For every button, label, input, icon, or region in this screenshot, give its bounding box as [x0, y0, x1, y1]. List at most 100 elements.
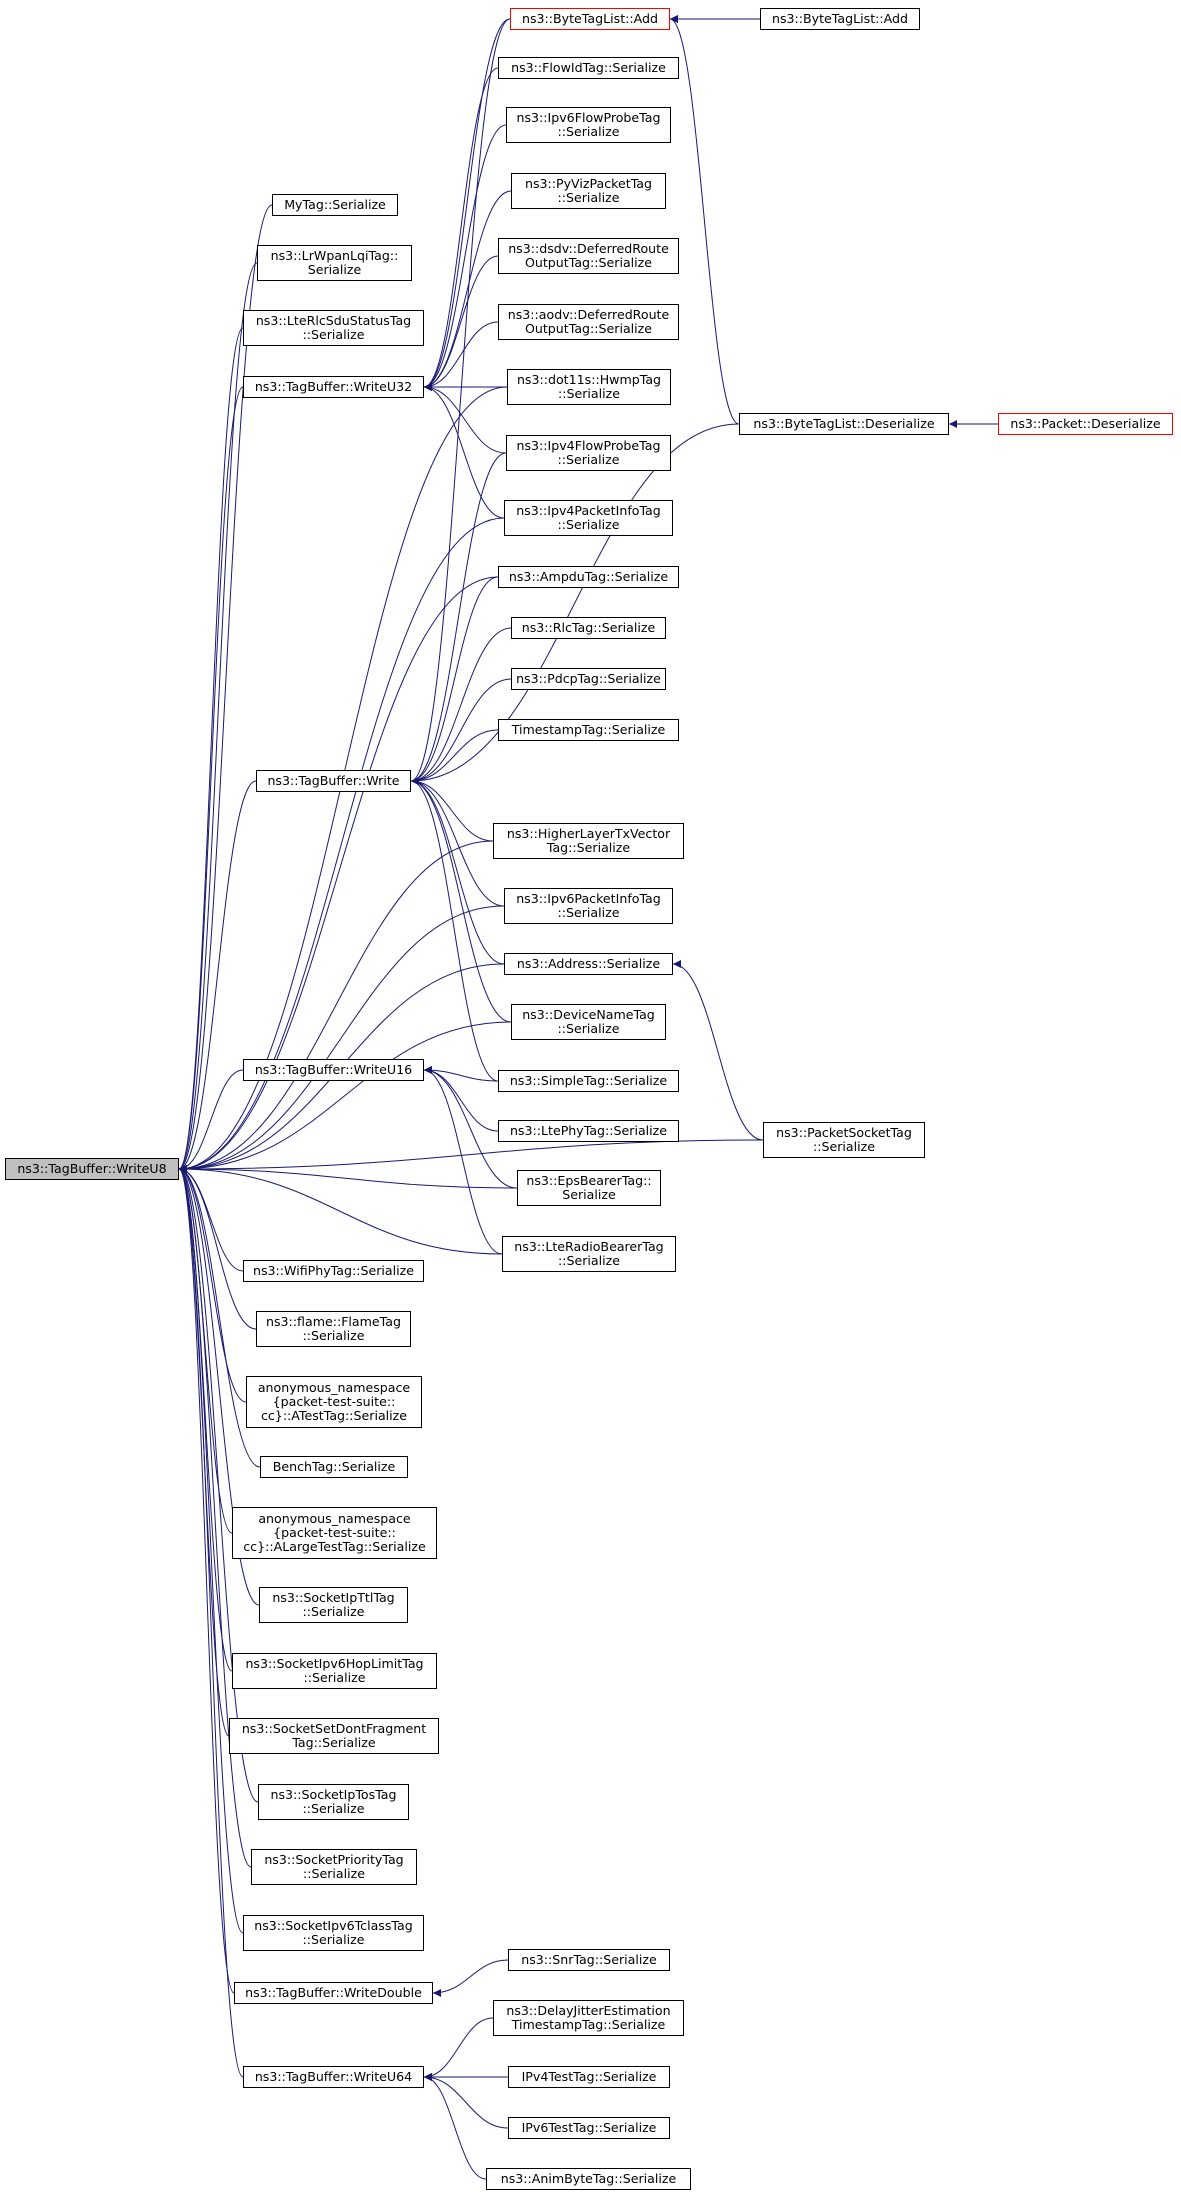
- edge-higherlayer-to-writeu8: [178, 840, 494, 1173]
- edge-ipv4packetinfo-to-writeu8: [178, 517, 505, 1173]
- edge-writedouble-to-writeu8: [178, 1165, 235, 1994]
- node-writeu16[interactable]: ns3::TagBuffer::WriteU16: [243, 1059, 424, 1081]
- edge-writeu16-to-writeu8: [178, 1069, 244, 1173]
- edge-delayjitter-to-writeu64: [423, 2017, 494, 2081]
- edge-higherlayer-to-write: [410, 777, 494, 842]
- edge-epsbearer-to-writeu16: [423, 1066, 518, 1189]
- node-ipv6packetinfo[interactable]: ns3::Ipv6PacketInfoTag ::Serialize: [504, 888, 673, 924]
- node-socketipttl[interactable]: ns3::SocketIpTtlTag ::Serialize: [259, 1587, 408, 1623]
- edge-flowidtag-to-writeu32: [423, 67, 499, 391]
- node-animbytetag[interactable]: ns3::AnimByteTag::Serialize: [486, 2168, 691, 2190]
- node-writeu32[interactable]: ns3::TagBuffer::WriteU32: [243, 376, 424, 398]
- node-packet-deserialize[interactable]: ns3::Packet::Deserialize: [998, 413, 1173, 435]
- edge-ipv6flowprobe-to-writeu32: [423, 124, 507, 391]
- node-timestamptag[interactable]: TimestampTag::Serialize: [498, 719, 679, 741]
- node-flowidtag[interactable]: ns3::FlowIdTag::Serialize: [498, 57, 679, 79]
- edge-bytetaglist-add-to-writeu32: [423, 18, 511, 391]
- node-alargetesttag[interactable]: anonymous_namespace {packet-test-suite::…: [232, 1507, 437, 1559]
- edge-address-to-write: [410, 777, 505, 965]
- node-lrwpan[interactable]: ns3::LrWpanLqiTag:: Serialize: [257, 245, 412, 281]
- edge-lrwpan-to-writeu8: [178, 262, 258, 1173]
- edge-simpletag-to-writeu16: [423, 1066, 499, 1082]
- edge-timestamptag-to-write: [410, 729, 499, 785]
- node-bytetaglist-deserialize[interactable]: ns3::ByteTagList::Deserialize: [739, 413, 949, 435]
- node-socketsetdont[interactable]: ns3::SocketSetDontFragment Tag::Serializ…: [229, 1718, 439, 1754]
- edge-write-to-writeu8: [178, 780, 257, 1173]
- node-writeu8: ns3::TagBuffer::WriteU8: [5, 1158, 179, 1180]
- node-benchtag[interactable]: BenchTag::Serialize: [260, 1456, 408, 1478]
- edge-ipv4packetinfo-to-writeu32: [423, 383, 505, 519]
- node-epsbearer[interactable]: ns3::EpsBearerTag:: Serialize: [517, 1170, 661, 1206]
- edge-bytetaglist-deserialize-to-write: [410, 423, 740, 785]
- node-bytetaglist-add[interactable]: ns3::ByteTagList::Add: [510, 8, 670, 30]
- node-socketipv6hop[interactable]: ns3::SocketIpv6HopLimitTag ::Serialize: [232, 1653, 437, 1689]
- node-snrtag[interactable]: ns3::SnrTag::Serialize: [508, 1949, 670, 1971]
- node-devicename[interactable]: ns3::DeviceNameTag ::Serialize: [511, 1004, 666, 1040]
- node-lteradiobearer[interactable]: ns3::LteRadioBearerTag ::Serialize: [502, 1236, 676, 1272]
- node-bytetaglist-add-caller[interactable]: ns3::ByteTagList::Add: [760, 8, 920, 30]
- node-writedouble[interactable]: ns3::TagBuffer::WriteDouble: [234, 1982, 433, 2004]
- edge-rlctag-to-write: [410, 627, 512, 785]
- node-ipv4packetinfo[interactable]: ns3::Ipv4PacketInfoTag ::Serialize: [504, 500, 673, 536]
- edge-packetsockettag-to-address: [672, 960, 764, 1141]
- node-dot11shwmp[interactable]: ns3::dot11s::HwmpTag ::Serialize: [507, 369, 671, 405]
- node-ltephytag[interactable]: ns3::LtePhyTag::Serialize: [498, 1120, 679, 1142]
- node-writeu64[interactable]: ns3::TagBuffer::WriteU64: [243, 2066, 424, 2088]
- edge-socketpriority-to-writeu8: [178, 1165, 252, 1868]
- node-packetsockettag[interactable]: ns3::PacketSocketTag ::Serialize: [763, 1122, 925, 1158]
- node-flame[interactable]: ns3::flame::FlameTag ::Serialize: [256, 1311, 411, 1347]
- node-pyvizpacket[interactable]: ns3::PyVizPacketTag ::Serialize: [511, 173, 666, 209]
- node-dsdvdeferred[interactable]: ns3::dsdv::DeferredRoute OutputTag::Seri…: [498, 238, 679, 274]
- edge-ipv6packetinfo-to-writeu8: [178, 905, 505, 1173]
- edge-lterlcsdu-to-writeu8: [178, 327, 244, 1173]
- node-mytag[interactable]: MyTag::Serialize: [272, 194, 398, 216]
- edge-packetsockettag-to-writeu8: [178, 1139, 764, 1173]
- edge-ampdutag-to-writeu8: [178, 576, 499, 1173]
- node-lterlcsdu[interactable]: ns3::LteRlcSduStatusTag ::Serialize: [243, 310, 424, 346]
- edge-socketipv6tclass-to-writeu8: [178, 1165, 244, 1934]
- edge-dsdvdeferred-to-writeu32: [423, 255, 499, 391]
- edge-ipv4flowprobe-to-writeu32: [423, 383, 507, 454]
- edge-lteradiobearer-to-writeu8: [178, 1165, 503, 1255]
- node-ipv4flowprobe[interactable]: ns3::Ipv4FlowProbeTag ::Serialize: [506, 435, 671, 471]
- node-simpletag[interactable]: ns3::SimpleTag::Serialize: [498, 1070, 679, 1092]
- edge-ipv4flowprobe-to-write: [410, 452, 507, 785]
- edge-devicename-to-write: [410, 777, 512, 1023]
- edge-ipv6testtag-to-writeu64: [423, 2073, 509, 2129]
- node-pdcptag[interactable]: ns3::PdcpTag::Serialize: [511, 668, 666, 690]
- node-write[interactable]: ns3::TagBuffer::Write: [256, 770, 411, 792]
- node-higherlayer[interactable]: ns3::HigherLayerTxVector Tag::Serialize: [493, 823, 684, 859]
- node-address[interactable]: ns3::Address::Serialize: [504, 953, 673, 975]
- edge-animbytetag-to-writeu64: [423, 2073, 487, 2180]
- edge-lteradiobearer-to-writeu16: [423, 1066, 503, 1255]
- node-socketiptos[interactable]: ns3::SocketIpTosTag ::Serialize: [258, 1784, 409, 1820]
- edge-writeu32-to-writeu8: [178, 386, 244, 1173]
- edge-writeu64-to-writeu8: [178, 1165, 244, 2078]
- edge-aodvdeferred-to-writeu32: [423, 321, 499, 391]
- node-rlctag[interactable]: ns3::RlcTag::Serialize: [511, 617, 666, 639]
- edge-socketipttl-to-writeu8: [178, 1165, 260, 1606]
- edge-ipv6packetinfo-to-write: [410, 777, 505, 907]
- node-wifiphy[interactable]: ns3::WifiPhyTag::Serialize: [243, 1260, 424, 1282]
- node-ipv4testtag[interactable]: IPv4TestTag::Serialize: [508, 2066, 670, 2088]
- node-delayjitter[interactable]: ns3::DelayJitterEstimation TimestampTag:…: [493, 2000, 684, 2036]
- node-ipv6flowprobe[interactable]: ns3::Ipv6FlowProbeTag ::Serialize: [506, 107, 671, 143]
- node-socketipv6tclass[interactable]: ns3::SocketIpv6TclassTag ::Serialize: [243, 1915, 424, 1951]
- edge-epsbearer-to-writeu8: [178, 1165, 518, 1189]
- edge-mytag-to-writeu8: [178, 204, 273, 1173]
- edge-devicename-to-writeu8: [178, 1021, 512, 1173]
- edge-benchtag-to-writeu8: [178, 1165, 261, 1468]
- node-atesttag[interactable]: anonymous_namespace {packet-test-suite::…: [246, 1376, 422, 1428]
- edge-ltephytag-to-writeu16: [423, 1066, 499, 1132]
- node-ipv6testtag[interactable]: IPv6TestTag::Serialize: [508, 2117, 670, 2139]
- node-ampdutag[interactable]: ns3::AmpduTag::Serialize: [498, 566, 679, 588]
- edge-bytetaglist-deserialize-to-bytetaglist-add: [669, 15, 740, 425]
- edge-atesttag-to-writeu8: [178, 1165, 247, 1403]
- edge-pyvizpacket-to-writeu32: [423, 190, 512, 391]
- node-socketpriority[interactable]: ns3::SocketPriorityTag ::Serialize: [251, 1849, 417, 1885]
- edge-socketiptos-to-writeu8: [178, 1165, 259, 1803]
- edge-simpletag-to-write: [410, 777, 499, 1082]
- edge-pdcptag-to-write: [410, 678, 512, 785]
- edge-flame-to-writeu8: [178, 1165, 257, 1330]
- node-aodvdeferred[interactable]: ns3::aodv::DeferredRoute OutputTag::Seri…: [498, 304, 679, 340]
